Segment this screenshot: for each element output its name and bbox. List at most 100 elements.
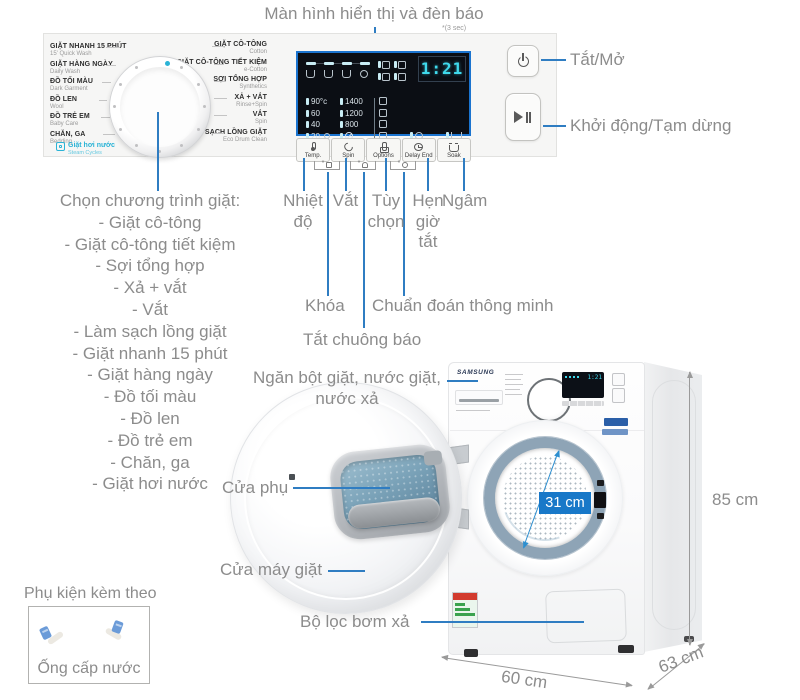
- program-list-item: - Làm sạch lồng giặt: [73, 321, 227, 341]
- pump-filter-panel[interactable]: [545, 588, 627, 644]
- program-name-en: Synthetics: [239, 84, 267, 91]
- dial-tick: [113, 105, 116, 108]
- dial-indicator-dot: [165, 61, 170, 66]
- indicator-bar: [378, 73, 381, 80]
- play-pause-icon: [514, 110, 532, 124]
- hand-icon: [378, 141, 389, 153]
- program-pointer-line: [214, 115, 227, 116]
- progress-segment: [324, 62, 334, 65]
- program-pointer-line: [214, 81, 226, 82]
- sound-off-hint: *: [350, 160, 376, 170]
- program-name-en: Eco Drum Clean: [222, 136, 267, 143]
- program-name-en: Dark Garment: [50, 86, 88, 93]
- program-pointer-line: [106, 65, 116, 66]
- program-list-item: - Giặt cô-tông: [98, 212, 202, 232]
- program-list-heading: Chọn chương trình giặt:: [59, 191, 241, 210]
- program-name-vi: ĐỒ TRẺ EM: [50, 113, 90, 120]
- machine-side-panel: [644, 362, 702, 652]
- soil-level-icon: [379, 108, 387, 117]
- program-name-en: 15' Quick Wash: [50, 51, 92, 58]
- callout-line-start: [543, 125, 566, 127]
- callout-line-lock: [327, 172, 329, 296]
- machine-fineprint: [505, 374, 523, 375]
- machine-foot: [618, 645, 634, 653]
- ecobubble-badge: [604, 418, 628, 426]
- dial-tick: [119, 128, 122, 131]
- display-callout-title: Màn hình hiển thị và đèn báo: [264, 4, 484, 23]
- program-name-vi: CHĂN, GA: [50, 130, 86, 138]
- program-name-en: e-Cotton: [243, 66, 267, 73]
- temp-option: 60: [311, 108, 320, 118]
- machine-power-button-small[interactable]: [612, 373, 625, 386]
- power-callout: Tắt/Mở: [570, 50, 625, 69]
- button-label: Delay End: [404, 152, 433, 159]
- program-name-en: Bedding: [50, 138, 73, 145]
- callout-line-delay: [427, 158, 429, 191]
- program-list-item: - Xả + vắt: [113, 278, 187, 298]
- spin-option: 1400: [345, 97, 363, 106]
- callout-line-temp: [303, 158, 305, 191]
- accessory-box: Ống cấp nước: [28, 606, 150, 684]
- callout-line-maindoor: [328, 570, 365, 572]
- hold-star: *: [397, 160, 401, 167]
- lock-icon: [326, 161, 333, 168]
- led-display: 1:21 90°c 60 40 20 1400 1200 800: [296, 51, 471, 140]
- program-list-item: - Đồ tối màu: [103, 387, 197, 407]
- machine-fineprint: [505, 379, 521, 380]
- dial-tick: [197, 128, 200, 131]
- dial-tick: [203, 105, 206, 108]
- soil-level-icon: [379, 120, 387, 128]
- indicator-bar: [340, 121, 343, 128]
- dial-tick: [158, 150, 161, 153]
- program-pointer-line: [214, 98, 227, 99]
- time-display: 1:21: [418, 56, 466, 82]
- program-list-item: - Vắt: [132, 299, 168, 319]
- hold-star: *: [357, 160, 361, 167]
- pump-filter-callout: Bộ lọc bơm xả: [300, 612, 410, 631]
- options-button[interactable]: Options: [366, 138, 401, 162]
- program-list-item: - Giặt hàng ngày: [87, 365, 213, 385]
- temp-button[interactable]: Temp.: [296, 138, 331, 162]
- delay-end-button[interactable]: Delay End: [401, 138, 436, 162]
- callout-line-soak: [463, 158, 465, 191]
- spin-button[interactable]: Spin: [331, 138, 366, 162]
- progress-segment: [360, 62, 370, 65]
- soak-button[interactable]: Soak: [436, 138, 472, 162]
- delay-end-callout: Hẹn giờ tắt: [412, 191, 444, 252]
- machine-detergent-drawer[interactable]: [455, 390, 503, 405]
- program-dial[interactable]: [109, 56, 211, 158]
- smart-check-icon: [402, 161, 409, 168]
- program-name-vi: ĐỒ TỐI MÀU: [50, 78, 93, 85]
- program-list-item: - Sợi tổng hợp: [95, 256, 205, 276]
- temp-option: 90°c: [311, 97, 328, 106]
- bell-off-icon: [362, 161, 369, 168]
- program-list-item: - Chăn, ga: [110, 452, 190, 472]
- inverter-badge: [602, 429, 628, 435]
- indicator-bar: [340, 109, 343, 117]
- start-pause-button[interactable]: [505, 93, 541, 141]
- program-list-item: - Giặt cô-tông tiết kiệm: [64, 234, 236, 254]
- indicator-bar: [306, 132, 309, 140]
- program-pointer-line: [101, 117, 111, 118]
- machine-fineprint: [505, 394, 522, 395]
- indicator-bar: [306, 121, 309, 128]
- panel-button-row: Temp. Spin Options Delay End Soak: [296, 138, 472, 162]
- program-pointer-line: [106, 47, 120, 48]
- program-dial-face: [120, 67, 200, 147]
- machine-start-button-small[interactable]: [612, 388, 625, 403]
- power-button[interactable]: [507, 45, 539, 77]
- no-rinse-icon: [398, 61, 406, 69]
- progress-track: [306, 63, 370, 64]
- drawer-callout-line1: Ngăn bột giặt, nước giặt,: [253, 368, 441, 387]
- machine-mini-buttons[interactable]: [562, 401, 604, 406]
- sub-door-callout: Cửa phụ: [222, 478, 289, 497]
- program-name-vi: SỢI TỔNG HỢP: [213, 76, 267, 83]
- program-name-en: Rinse+Spin: [236, 101, 267, 108]
- machine-side-emboss: [652, 380, 696, 630]
- spin-stage-icon: [342, 70, 351, 78]
